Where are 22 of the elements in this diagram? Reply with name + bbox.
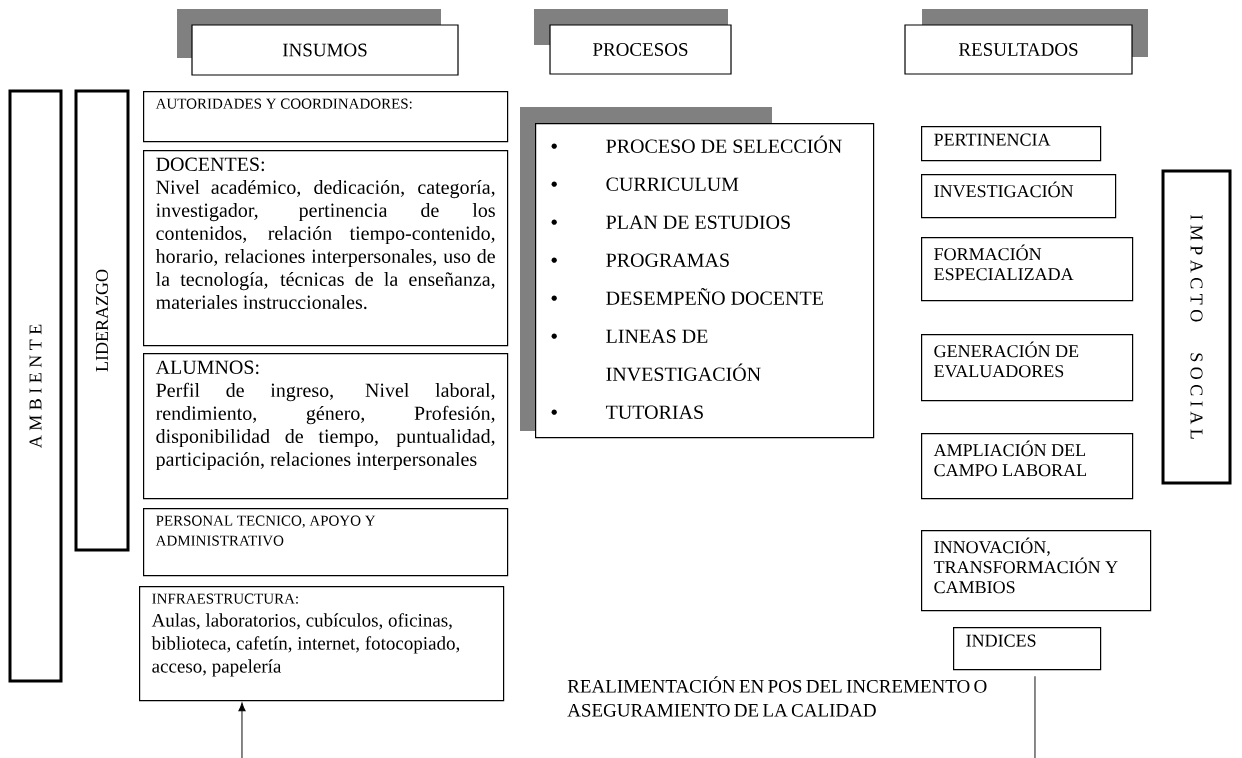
result-box: GENERACIÓN DE EVALUADORES bbox=[921, 334, 1134, 402]
input-box: DOCENTES: Nivel académico, dedicación, categoría, investigador, pertinencia de los contenidos, relación tiempo-contenido, horario, relaciones interpersonales, uso de la tecnología, técnicas de la enseñanza, materiales instruccionales. bbox=[143, 150, 509, 347]
indices-box: INDICES bbox=[953, 627, 1102, 671]
result-box: INVESTIGACIÓN bbox=[921, 174, 1117, 219]
process-list-box: PROCESO DE SELECCIÓN CURRICULUM PLAN DE ESTUDIOS PROGRAMAS DESEMPEÑO DOCENTE LINEAS DE INVESTIGACIÓN TUTORIAS bbox=[520, 107, 875, 439]
input-box: INFRAESTRUCTURA: Aulas, laboratorios, cubículos, oficinas, biblioteca, cafetín, internet, fotocopiado, acceso, papelería bbox=[139, 586, 505, 702]
result-box: FORMACIÓN ESPECIALIZADA bbox=[921, 237, 1134, 302]
feedback-line bbox=[1034, 675, 1036, 758]
result-box: PERTINENCIA bbox=[921, 126, 1102, 162]
header-box: RESULTADOS bbox=[904, 9, 1148, 75]
input-box: PERSONAL TECNICO, APOYO Y ADMINISTRATIVO bbox=[143, 508, 509, 577]
header-box: INSUMOS bbox=[177, 9, 459, 76]
vertical-label-box: A M B I E N T E bbox=[8, 89, 63, 683]
note-text: REALIMENTACIÓN EN POS DEL INCREMENTO O ASEGURAMIENTO DE LA CALIDAD bbox=[567, 676, 987, 717]
header-box: PROCESOS bbox=[534, 9, 732, 75]
vertical-label-box: I M P A C T O S O C I A L bbox=[1161, 169, 1232, 485]
result-box: AMPLIACIÓN DEL CAMPO LABORAL bbox=[921, 433, 1134, 500]
input-box: AUTORIDADES Y COORDINADORES: bbox=[143, 91, 509, 143]
arrow bbox=[238, 702, 246, 758]
input-box: ALUMNOS: Perfil de ingreso, Nivel laboral, rendimiento, género, Profesión, disponibilidad de tiempo, puntualidad, participación, relaciones interpersonales bbox=[143, 353, 509, 500]
vertical-label-box: LIDERAZGO bbox=[74, 89, 130, 552]
result-box: INNOVACIÓN, TRANSFORMACIÓN Y CAMBIOS bbox=[921, 530, 1152, 612]
